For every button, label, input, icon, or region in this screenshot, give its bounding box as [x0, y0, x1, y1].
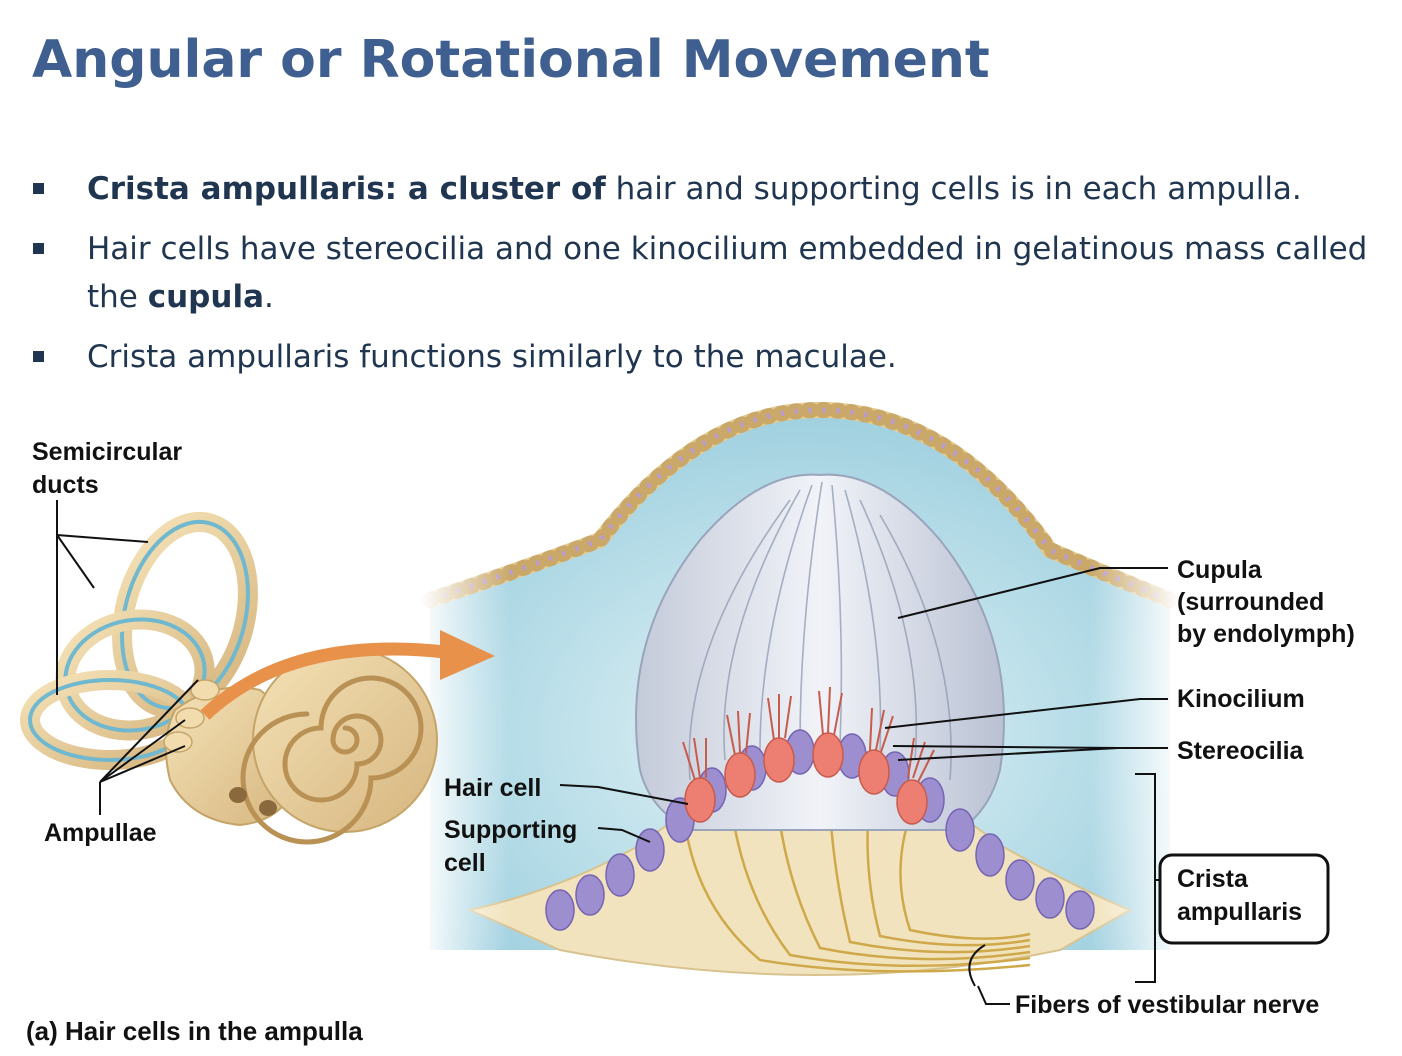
hair-cell	[858, 707, 894, 795]
hair-cell	[763, 694, 795, 783]
bullet-text: Hair cells have stereocilia and one kino…	[87, 231, 1368, 315]
bullet-text: Crista ampullaris functions similarly to…	[87, 339, 897, 375]
label-supporting-cell-1: Supporting	[444, 816, 577, 844]
hair-cells	[682, 686, 935, 825]
label-hair-cell: Hair cell	[444, 774, 541, 802]
square-bullet-icon	[33, 351, 44, 362]
hair-cell	[724, 710, 756, 798]
label-semicircular-ducts-2: ducts	[32, 471, 99, 499]
magnify-arrow	[200, 630, 495, 720]
hair-cell	[682, 737, 716, 823]
label-supporting-cell-2: cell	[444, 849, 486, 877]
oval-window	[229, 787, 247, 803]
bullet-text: hair and supporting cells is in each amp…	[605, 171, 1302, 207]
label-cupula-2: (surrounded	[1177, 588, 1324, 616]
round-window	[259, 800, 277, 816]
inner-ear-labyrinth	[20, 511, 438, 845]
label-vestibular-nerve-fibers: Fibers of vestibular nerve	[1015, 991, 1319, 1019]
bullet-bold-text: cupula	[147, 279, 264, 315]
label-crista-ampullaris-2: ampullaris	[1177, 898, 1302, 926]
figure-caption: (a) Hair cells in the ampulla	[26, 1016, 363, 1046]
label-stereocilia: Stereocilia	[1177, 737, 1305, 765]
slide-title: Angular or Rotational Movement	[32, 30, 990, 90]
vestibular-nerve-fibers	[684, 767, 1031, 973]
bullet-item: Crista ampullaris: a cluster of hair and…	[30, 165, 1380, 213]
crista-ampullaris-box	[1158, 853, 1330, 945]
ampulla-cross-section	[420, 401, 1180, 990]
figure-labels: Semicircular ducts Ampullae Hair cell Su…	[26, 438, 1355, 1046]
label-kinocilium: Kinocilium	[1177, 685, 1305, 713]
bullet-text-end: .	[263, 279, 274, 315]
bullet-bold-text: Crista ampullaris: a cluster of	[87, 171, 606, 207]
bullet-list: Crista ampullaris: a cluster of hair and…	[30, 165, 1380, 393]
leader-lines	[56, 500, 1168, 1005]
label-ampullae: Ampullae	[44, 819, 157, 847]
square-bullet-icon	[33, 243, 44, 254]
label-cupula-1: Cupula	[1177, 556, 1263, 584]
label-crista-ampullaris-1: Crista	[1177, 865, 1249, 893]
cupula-streaks	[688, 481, 952, 781]
hair-cell	[896, 737, 935, 825]
semicircular-ducts	[20, 511, 258, 770]
label-semicircular-ducts-1: Semicircular	[32, 438, 182, 466]
square-bullet-icon	[33, 183, 44, 194]
ampulla-figure: Semicircular ducts Ampullae Hair cell Su…	[20, 401, 1355, 1046]
label-cupula-3: by endolymph)	[1177, 620, 1355, 648]
bullet-item: Crista ampullaris functions similarly to…	[30, 333, 1380, 381]
bullet-item: Hair cells have stereocilia and one kino…	[30, 225, 1380, 321]
hair-cell	[812, 686, 844, 778]
